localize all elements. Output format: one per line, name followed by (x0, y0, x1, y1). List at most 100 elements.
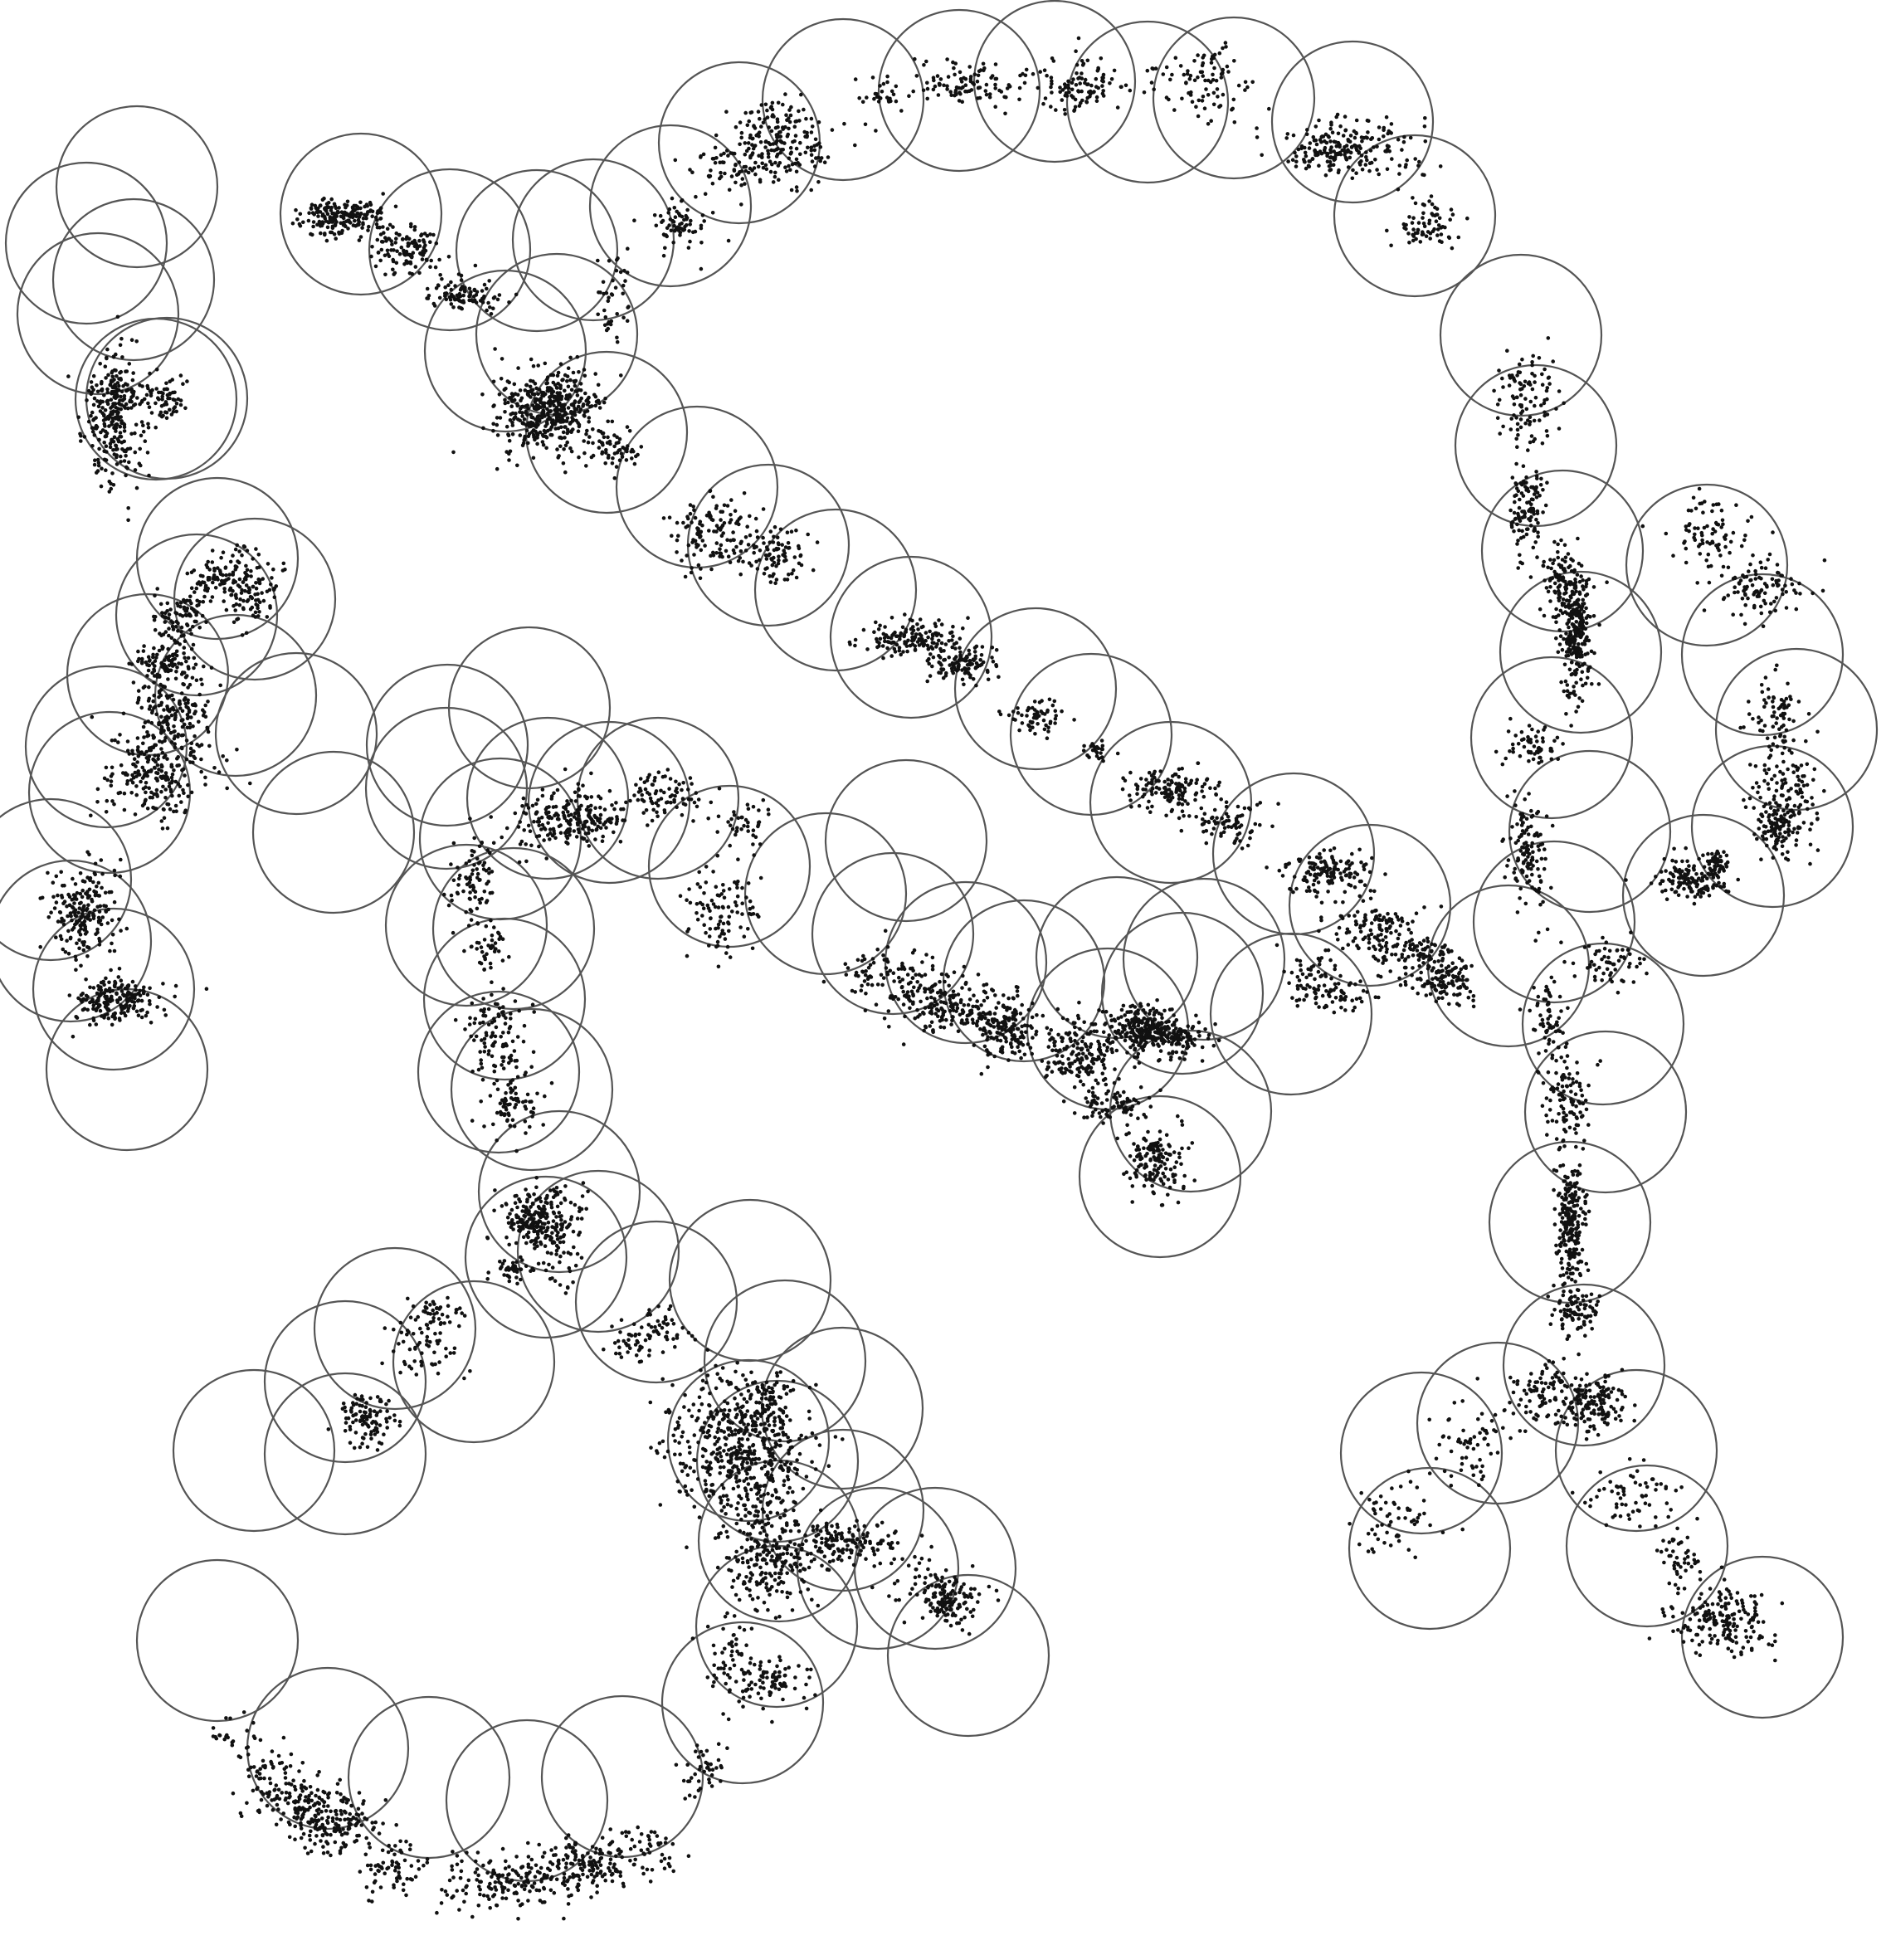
data-point (1585, 592, 1590, 597)
data-point (173, 405, 178, 409)
data-point (96, 915, 101, 920)
data-point (84, 997, 89, 1002)
data-point (134, 984, 138, 988)
data-point (219, 555, 223, 560)
data-point (346, 227, 350, 231)
data-point (1357, 847, 1362, 852)
data-point (157, 397, 161, 402)
data-point (1525, 865, 1529, 869)
data-point (58, 910, 63, 914)
data-point (113, 402, 118, 406)
data-point (165, 392, 170, 397)
data-point (1370, 909, 1374, 914)
data-point (91, 986, 96, 990)
data-point (437, 257, 441, 262)
data-point (245, 549, 250, 553)
data-point (519, 396, 524, 401)
data-point (1532, 418, 1537, 423)
data-point (861, 627, 866, 632)
data-point (1500, 762, 1505, 767)
data-point (1577, 641, 1581, 646)
data-point (1523, 901, 1528, 906)
data-point (1570, 589, 1575, 594)
data-point (102, 982, 106, 987)
data-point (1147, 799, 1151, 804)
data-point (1397, 976, 1401, 981)
data-point (325, 225, 330, 230)
data-point (228, 559, 233, 564)
data-point (1531, 545, 1536, 550)
data-point (1221, 830, 1226, 834)
data-point (1580, 699, 1585, 704)
data-point (1545, 386, 1550, 390)
data-point (1413, 201, 1418, 206)
data-point (1574, 620, 1579, 624)
data-point (1372, 918, 1377, 922)
data-point (1527, 724, 1532, 728)
data-point (1538, 483, 1543, 487)
data-point (46, 915, 51, 919)
data-point (1326, 134, 1331, 139)
data-point (90, 714, 95, 719)
data-point (1508, 508, 1513, 513)
data-point (1235, 832, 1240, 837)
data-point (183, 612, 188, 617)
data-point (76, 415, 80, 420)
data-point (322, 196, 326, 201)
data-point (1576, 597, 1581, 602)
data-point (729, 513, 733, 517)
data-point (1201, 61, 1206, 66)
cover-circle (660, 1621, 825, 1785)
data-point (189, 741, 194, 745)
data-point (170, 390, 175, 395)
data-point (80, 895, 85, 900)
data-point (480, 289, 485, 293)
data-point (462, 287, 466, 292)
data-point (1545, 480, 1549, 485)
data-point (248, 607, 253, 612)
data-point (786, 541, 791, 545)
data-point (576, 404, 581, 409)
data-point (1516, 514, 1521, 519)
data-point (592, 392, 597, 397)
data-point (780, 543, 784, 547)
data-point (173, 734, 178, 739)
data-point (60, 894, 64, 898)
data-point (188, 721, 193, 726)
data-point (154, 368, 159, 372)
data-point (125, 748, 130, 753)
data-point (1345, 927, 1350, 932)
data-point (597, 446, 602, 450)
data-point (150, 388, 154, 392)
data-point (1049, 76, 1054, 80)
data-point (1297, 859, 1302, 864)
data-point (930, 632, 935, 636)
data-point (1370, 856, 1374, 861)
data-point (119, 389, 124, 394)
cover-circle (392, 1280, 556, 1444)
data-point (83, 932, 88, 936)
data-point (119, 1004, 124, 1009)
data-point (147, 696, 152, 701)
data-point (256, 553, 261, 557)
data-point (1168, 797, 1173, 802)
data-point (1517, 505, 1522, 510)
data-point (1508, 836, 1513, 841)
data-point (1572, 685, 1576, 689)
data-point (930, 636, 934, 641)
data-point (191, 642, 196, 647)
data-point (1517, 528, 1521, 533)
data-point (1460, 974, 1465, 979)
data-point (160, 611, 164, 615)
data-point (1308, 141, 1313, 145)
data-point (115, 462, 119, 466)
data-point (707, 529, 711, 533)
data-point (916, 627, 920, 631)
data-point (1025, 714, 1029, 718)
data-point (139, 1015, 144, 1020)
data-point (1420, 232, 1425, 237)
data-point (634, 454, 638, 459)
data-point (1224, 800, 1229, 804)
data-point (542, 404, 547, 409)
data-point (1534, 485, 1538, 490)
